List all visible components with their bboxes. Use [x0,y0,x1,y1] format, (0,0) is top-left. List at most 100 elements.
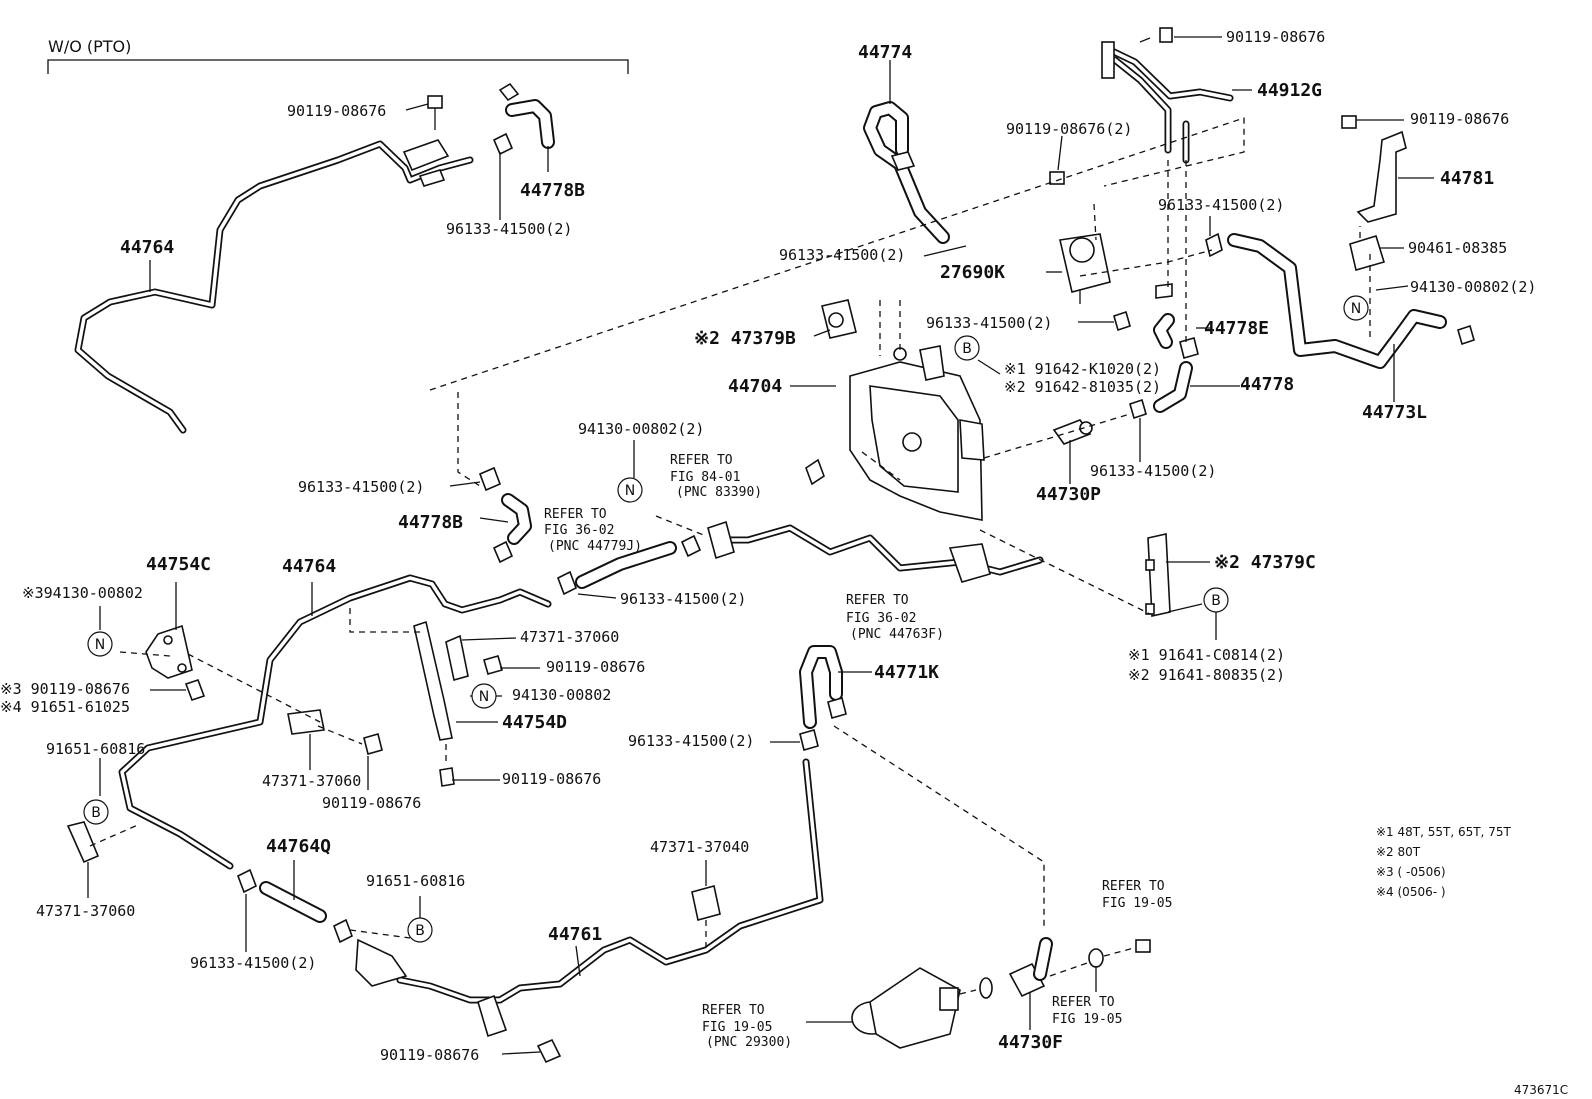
svg-text:N: N [95,637,105,653]
bolt-right [1135,939,1151,953]
clip-44761-a [355,938,408,987]
pn-a34: ※2 91641-80835(2) [1128,666,1285,684]
svg-text:FIG 84-01: FIG 84-01 [670,470,740,485]
pn-a28: 47371-37060 [36,902,135,920]
clamp-top-a [498,82,520,102]
pn-a18: 47371-37060 [520,628,619,646]
hose-44778E[interactable] [1153,313,1175,349]
label-44778E: 44778E [1204,318,1269,339]
refer-84-01: REFER TO FIG 84-01 (PNC 83390) [670,453,762,500]
bracket-bottom-left [66,821,100,864]
refer-19-05-b: REFER TO FIG 19-05 [1102,879,1172,911]
svg-text:B: B [91,805,101,821]
bracket-44754C[interactable] [145,624,193,679]
svg-text:(PNC 83390): (PNC 83390) [676,485,762,500]
bracket-44754D[interactable] [413,620,469,741]
clamp-center [1155,283,1173,299]
pipe-44764-mid[interactable] [118,574,552,870]
label-44773L: 44773L [1362,402,1427,423]
hose-44764Q[interactable] [259,881,327,923]
label-44764Q: 44764Q [266,836,331,857]
pipe-44764-top[interactable] [74,140,474,434]
section-title: W/O (PTO) [48,37,131,56]
tank-44704[interactable] [849,345,985,521]
bubble-n-4: N [471,683,497,709]
clamp-mid-a [478,466,502,492]
pn-a23: 91651-60816 [46,740,145,758]
label-44754C: 44754C [146,554,211,575]
pn-a22: ※4 91651-61025 [0,698,130,716]
label-44781: 44781 [1440,168,1494,189]
pn-a27: 96133-41500(2) [628,732,754,750]
svg-text:(PNC 44779J): (PNC 44779J) [548,539,642,554]
bubble-b-1: B [954,335,980,361]
bolt-44704 [805,458,825,486]
hose-44778[interactable] [1153,361,1193,413]
bolt-mid-a [483,655,503,675]
label-47379B: ※2 47379B [694,328,796,349]
label-44774: 44774 [858,42,912,63]
pipe-to-44763F [712,524,1044,576]
refer-36-02-a: REFER TO FIG 36-02 (PNC 44779J) [544,507,642,554]
clamp-mid-c [556,570,578,596]
clamp-44764Q-a [236,868,258,894]
bubble-n-2: N [617,477,643,503]
svg-text:B: B [962,341,972,357]
clip-47371-37040 [691,885,721,921]
svg-text:FIG 19-05: FIG 19-05 [1052,1012,1122,1027]
clamp-44778-a [1179,337,1199,359]
bracket-44781[interactable] [1356,130,1407,223]
pipe-44912G[interactable] [1101,41,1234,164]
label-44764-top: 44764 [120,237,174,258]
leader-lines [87,36,1434,1055]
svg-text:REFER TO: REFER TO [670,453,733,468]
pn-a30: 91651-60816 [366,872,465,890]
valve-44730F[interactable] [1008,937,1053,998]
pn-a17: ※394130-00802 [22,584,143,602]
clamp-44771K-a [799,729,819,751]
svg-text:REFER TO: REFER TO [702,1003,765,1018]
hose-connector-mid [575,541,677,589]
hose-44773L[interactable] [1227,233,1447,369]
pn-a31: 47371-37040 [650,838,749,856]
bracket-47379B[interactable] [821,299,857,339]
bolt-mid-b [363,733,383,755]
bracket-47379C[interactable] [1145,533,1171,617]
pn-a16: 96133-41500(2) [620,590,746,608]
svg-text:FIG 36-02: FIG 36-02 [846,611,916,626]
pn-a19: 90119-08676 [546,658,645,676]
label-44778: 44778 [1240,374,1294,395]
valve-27690K[interactable] [1059,233,1111,304]
hose-44771K[interactable] [799,645,843,729]
pn-a2: 96133-41500(2) [446,220,572,238]
label-44778B-top: 44778B [520,180,585,201]
refer-36-02-b: REFER TO FIG 36-02 (PNC 44763F) [846,593,944,642]
pipe-44761[interactable] [396,758,824,1004]
pn-a13: 94130-00802(2) [578,420,704,438]
pn-a25: 90119-08676 [322,794,421,812]
valve-44730P[interactable] [1052,419,1093,445]
clamp-27690K-side [1113,310,1131,332]
clamp-mid-d [680,534,702,558]
pto-section-bracket: W/O (PTO) [47,37,629,74]
clip-left-44763F [707,520,735,560]
label-44912G: 44912G [1257,80,1322,101]
clip-47371-mid [287,709,325,735]
hose-44778B-mid[interactable] [501,493,532,545]
clamp-44771K-b [827,697,847,719]
label-44778B-mid: 44778B [398,512,463,533]
bolt-44912G [1139,27,1173,43]
hose-44778B-top[interactable] [505,99,555,149]
pn-a11: ※1 91642-K1020(2) [1004,360,1161,378]
label-44730P: 44730P [1036,484,1101,505]
label-44764-mid: 44764 [282,556,336,577]
bubble-n-3: N [87,631,113,657]
bubble-b-4: B [407,917,433,943]
pn-a24: 47371-37060 [262,772,361,790]
hose-44774[interactable] [863,101,950,244]
bubble-b-2: B [1203,587,1229,613]
svg-text:※3 ( -0506): ※3 ( -0506) [1376,865,1446,879]
refer-19-05-a: REFER TO FIG 19-05 (PNC 29300) [702,1003,792,1050]
bolt-mid-c [439,767,455,787]
svg-text:B: B [415,923,425,939]
